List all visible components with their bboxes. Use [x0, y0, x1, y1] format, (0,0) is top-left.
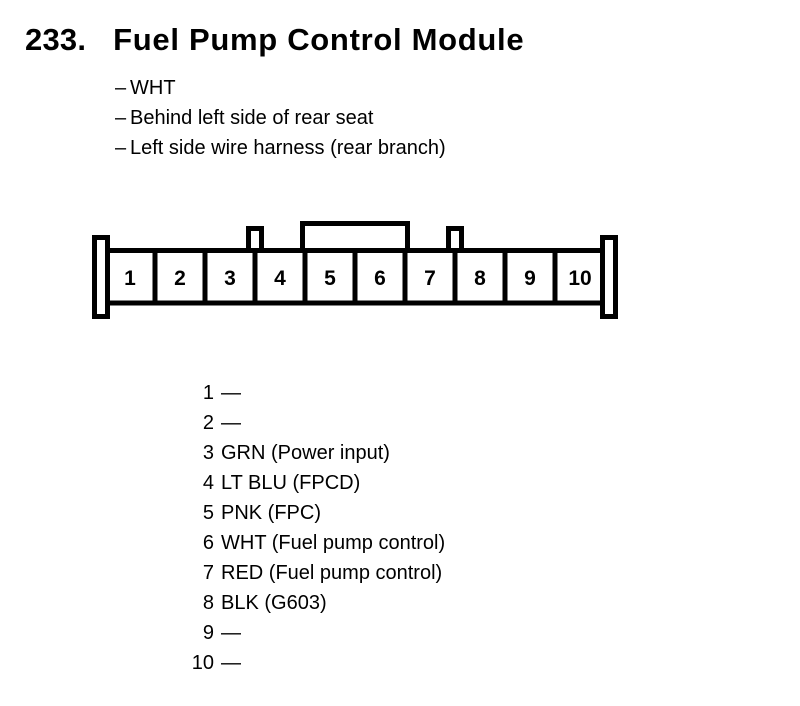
cavity-number: 7 — [424, 267, 436, 290]
pinout-list: 1 — 2 — 3 GRN (Power input) 4 LT BLU (FP… — [180, 378, 445, 678]
pinout-row: 10 — — [180, 648, 445, 678]
location-notes: – WHT – Behind left side of rear seat – … — [115, 73, 446, 163]
pin-number: 4 — [202, 472, 214, 494]
note-row: – WHT — [115, 73, 446, 103]
pin-label: RED (Fuel pump control) — [221, 562, 443, 584]
dash-bullet: – — [115, 77, 127, 99]
pinout-row: 2 — — [180, 408, 445, 438]
pinout-row: 7 RED (Fuel pump control) — [180, 558, 445, 588]
cavity-number: 8 — [474, 267, 486, 290]
pin-number: 1 — [202, 382, 214, 404]
pin-label: — — [221, 382, 241, 404]
connector-diagram: 1 2 3 4 5 6 7 8 9 10 — [88, 216, 624, 326]
connector-tab-wide — [300, 221, 410, 255]
pin-label: WHT (Fuel pump control) — [221, 532, 446, 554]
note-text: WHT — [130, 77, 176, 99]
cavity-number: 10 — [568, 267, 591, 290]
pinout-row: 3 GRN (Power input) — [180, 438, 445, 468]
pin-label: — — [221, 652, 241, 674]
cavity-number: 6 — [374, 267, 386, 290]
pinout-row: 6 WHT (Fuel pump control) — [180, 528, 445, 558]
pin-number: 8 — [202, 592, 214, 614]
note-text: Left side wire harness (rear branch) — [130, 137, 446, 159]
pin-number: 7 — [202, 562, 214, 584]
pinout-row: 4 LT BLU (FPCD) — [180, 468, 445, 498]
pin-number: 2 — [202, 412, 214, 434]
note-row: – Behind left side of rear seat — [115, 103, 446, 133]
cavity-number: 3 — [224, 267, 236, 290]
pin-label: BLK (G603) — [221, 592, 327, 614]
page-title: 233. Fuel Pump Control Module — [25, 24, 524, 55]
cavity-number: 9 — [524, 267, 536, 290]
pin-label: — — [221, 622, 241, 644]
cavity-number: 2 — [174, 267, 186, 290]
pin-number: 9 — [202, 622, 214, 644]
pin-number: 3 — [202, 442, 214, 464]
cavity-number: 5 — [324, 267, 336, 290]
pin-label: GRN (Power input) — [221, 442, 390, 464]
pinout-row: 8 BLK (G603) — [180, 588, 445, 618]
pinout-row: 9 — — [180, 618, 445, 648]
pin-label: — — [221, 412, 241, 434]
pin-number: 5 — [202, 502, 214, 524]
note-row: – Left side wire harness (rear branch) — [115, 133, 446, 163]
section-title: Fuel Pump Control Module — [113, 22, 525, 57]
pinout-row: 1 — — [180, 378, 445, 408]
pinout-row: 5 PNK (FPC) — [180, 498, 445, 528]
pin-label: LT BLU (FPCD) — [221, 472, 361, 494]
pin-number: 10 — [191, 652, 214, 674]
pin-number: 6 — [202, 532, 214, 554]
cavity-number: 4 — [274, 267, 286, 290]
connector-svg: 1 2 3 4 5 6 7 8 9 10 — [92, 221, 618, 319]
pin-label: PNK (FPC) — [221, 502, 321, 524]
section-number: 233. — [25, 22, 87, 57]
cavity-number: 1 — [124, 267, 136, 290]
note-text: Behind left side of rear seat — [130, 107, 374, 129]
dash-bullet: – — [115, 137, 127, 159]
dash-bullet: – — [115, 107, 127, 129]
